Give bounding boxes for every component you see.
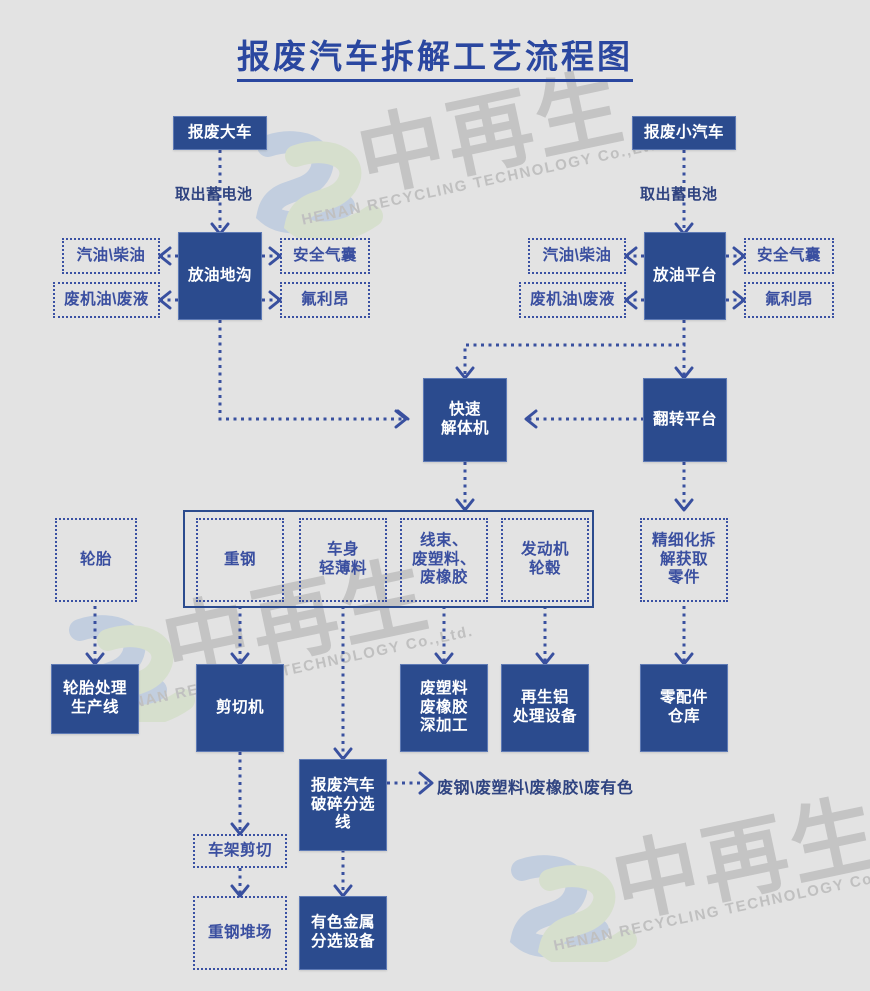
byproduct-waste-oil-left[interactable]: 废机油\废液 xyxy=(53,282,160,318)
edge-label-battery-left: 取出蓄电池 xyxy=(175,186,253,203)
output-engine-hub[interactable]: 发动机 轮毂 xyxy=(501,518,589,602)
output-wire-plastic-rubber[interactable]: 线束、 废塑料、 废橡胶 xyxy=(400,518,488,602)
node-tire-line[interactable]: 轮胎处理 生产线 xyxy=(51,664,139,734)
edge-label-battery-right: 取出蓄电池 xyxy=(640,186,718,203)
output-heavy-steel-yard[interactable]: 重钢堆场 xyxy=(193,896,287,970)
node-parts-warehouse[interactable]: 零配件 仓库 xyxy=(640,664,728,752)
byproduct-freon-right[interactable]: 氟利昂 xyxy=(744,282,834,318)
node-oil-platform[interactable]: 放油平台 xyxy=(644,232,726,320)
byproduct-airbag-left[interactable]: 安全气囊 xyxy=(280,238,370,274)
page-title: 报废汽车拆解工艺流程图 xyxy=(0,30,870,82)
byproduct-shredder-output: 废钢\废塑料\废橡胶\废有色 xyxy=(437,780,634,797)
output-fine-dismantle-parts[interactable]: 精细化拆 解获取 零件 xyxy=(640,518,728,602)
output-body-thin-material[interactable]: 车身 轻薄料 xyxy=(299,518,387,602)
node-scrap-car[interactable]: 报废小汽车 xyxy=(632,116,736,150)
output-frame-shear[interactable]: 车架剪切 xyxy=(193,834,287,868)
node-recycled-aluminum[interactable]: 再生铝 处理设备 xyxy=(501,664,589,752)
byproduct-waste-oil-right[interactable]: 废机油\废液 xyxy=(519,282,626,318)
byproduct-freon-left[interactable]: 氟利昂 xyxy=(280,282,370,318)
node-oil-pit[interactable]: 放油地沟 xyxy=(178,232,262,320)
node-shear-machine[interactable]: 剪切机 xyxy=(196,664,284,752)
node-plastic-rubber-deep[interactable]: 废塑料 废橡胶 深加工 xyxy=(400,664,488,752)
page-title-text: 报废汽车拆解工艺流程图 xyxy=(237,38,633,82)
output-tire[interactable]: 轮胎 xyxy=(55,518,137,602)
node-fast-dismantler[interactable]: 快速 解体机 xyxy=(423,378,507,462)
output-heavy-steel[interactable]: 重钢 xyxy=(196,518,284,602)
node-shredder-line[interactable]: 报废汽车 破碎分选 线 xyxy=(299,759,387,851)
dismantle-output-group xyxy=(183,510,594,608)
node-scrap-truck[interactable]: 报废大车 xyxy=(173,116,267,150)
node-flip-platform[interactable]: 翻转平台 xyxy=(643,378,727,462)
byproduct-gasoline-diesel-left[interactable]: 汽油\柴油 xyxy=(62,238,160,274)
byproduct-gasoline-diesel-right[interactable]: 汽油\柴油 xyxy=(528,238,626,274)
byproduct-airbag-right[interactable]: 安全气囊 xyxy=(744,238,834,274)
node-nonferrous-sorting[interactable]: 有色金属 分选设备 xyxy=(299,896,387,970)
